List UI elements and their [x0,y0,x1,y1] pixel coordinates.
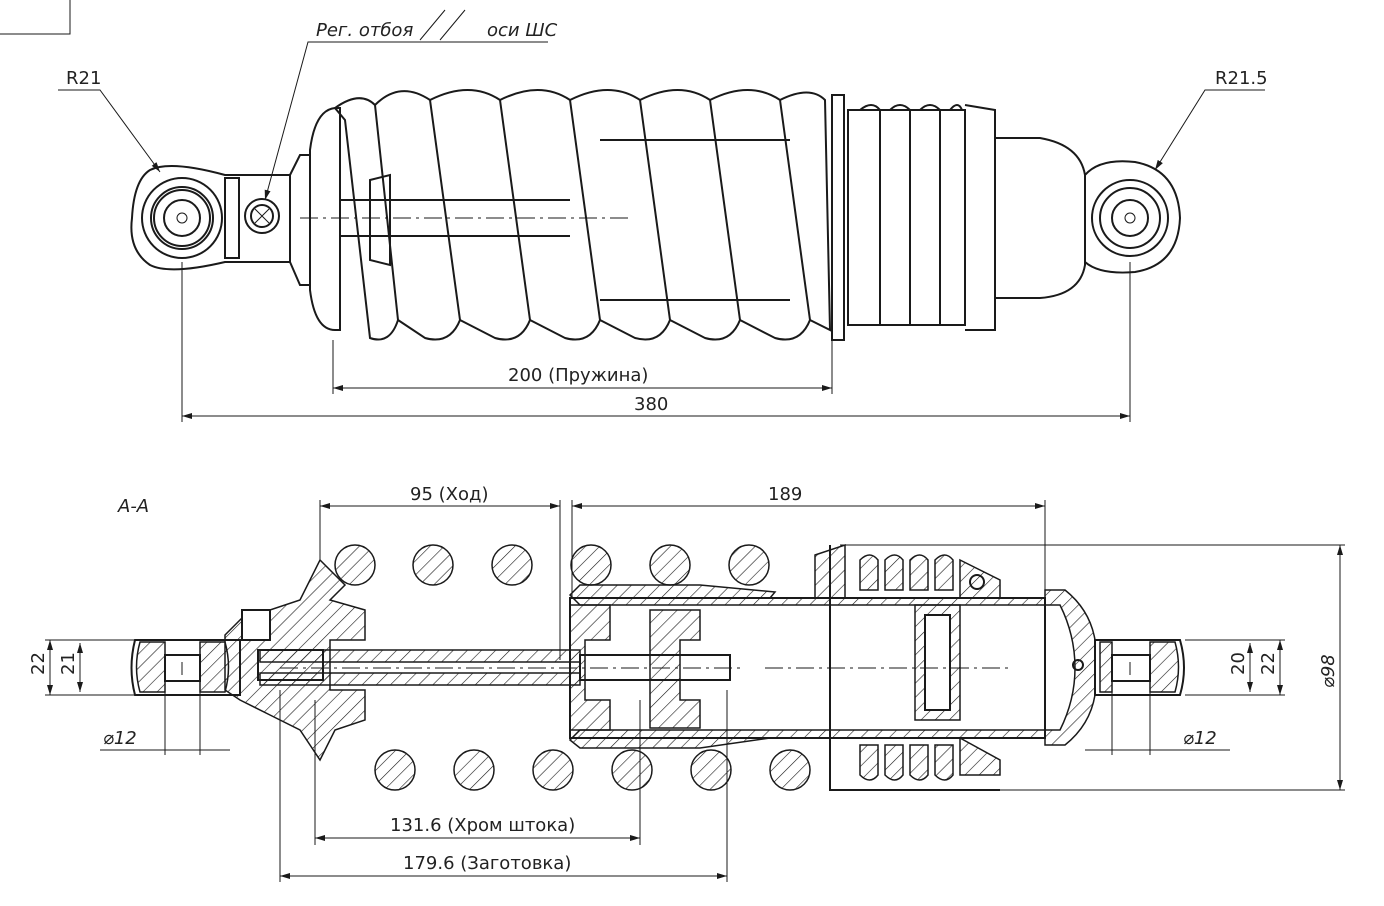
piston-rod-top [340,173,570,267]
dim-diameter-text: ⌀98 [1318,654,1339,688]
section-label: А-А [117,496,149,517]
damper-body-top [994,137,1086,299]
dim-left-inner-text: 21 [58,652,79,675]
label-axes: оси ШС [487,20,558,41]
dim-stroke-text: 95 (Ход) [410,484,488,505]
leader-r21: R21 [58,68,161,173]
top-view: R21 R21.5 Рег. отбоя оси ШС 200 (Пружина… [58,9,1268,422]
dim-chrome-text: 131.6 (Хром штока) [390,815,575,836]
dim-chrome: 131.6 (Хром штока) [314,700,641,845]
right-eye [1084,160,1182,274]
dim-left-bore-text: ⌀12 [103,728,137,749]
dim-total: 380 [181,262,1131,422]
section-view: А-А [28,484,1345,882]
dim-right-bore: ⌀12 [1085,690,1230,755]
left-eye [130,154,311,286]
label-r21: R21 [66,68,101,89]
spring-section [334,544,811,791]
dim-left-outer-text: 22 [28,652,49,675]
dim-total-text: 380 [634,394,668,415]
leader-r21-5: R21.5 [1154,68,1268,171]
main-spring [333,89,832,341]
label-rebound: Рег. отбоя [316,20,413,41]
dim-body: 189 [571,484,1046,598]
right-mount-section [1094,639,1185,696]
rod-section [259,649,740,686]
label-r21-5: R21.5 [1215,68,1268,89]
dim-left-heights: 22 21 [28,639,140,696]
dim-spring-text: 200 (Пружина) [508,365,648,386]
dim-right-inner-text: 20 [1228,652,1249,675]
spring-plate [831,94,845,341]
dim-right-heights: 20 22 [1185,639,1285,696]
dim-blank-text: 179.6 (Заготовка) [403,853,571,874]
leader-rebound: Рег. отбоя оси ШС [264,9,558,201]
right-cap-section [1044,589,1096,746]
bump-stop [847,104,996,331]
dim-right-bore-text: ⌀12 [1183,728,1217,749]
dim-diameter: ⌀98 [840,544,1345,791]
title-frame-corner [0,0,71,35]
dim-spring: 200 (Пружина) [332,340,833,394]
dim-body-text: 189 [768,484,802,505]
dim-right-outer-text: 22 [1258,652,1279,675]
dim-stroke: 95 (Ход) [319,484,561,660]
dim-blank: 179.6 (Заготовка) [279,690,728,882]
spring-seat-left [309,107,341,331]
damper-body-section [568,584,1046,749]
dim-left-bore: ⌀12 [100,690,230,755]
